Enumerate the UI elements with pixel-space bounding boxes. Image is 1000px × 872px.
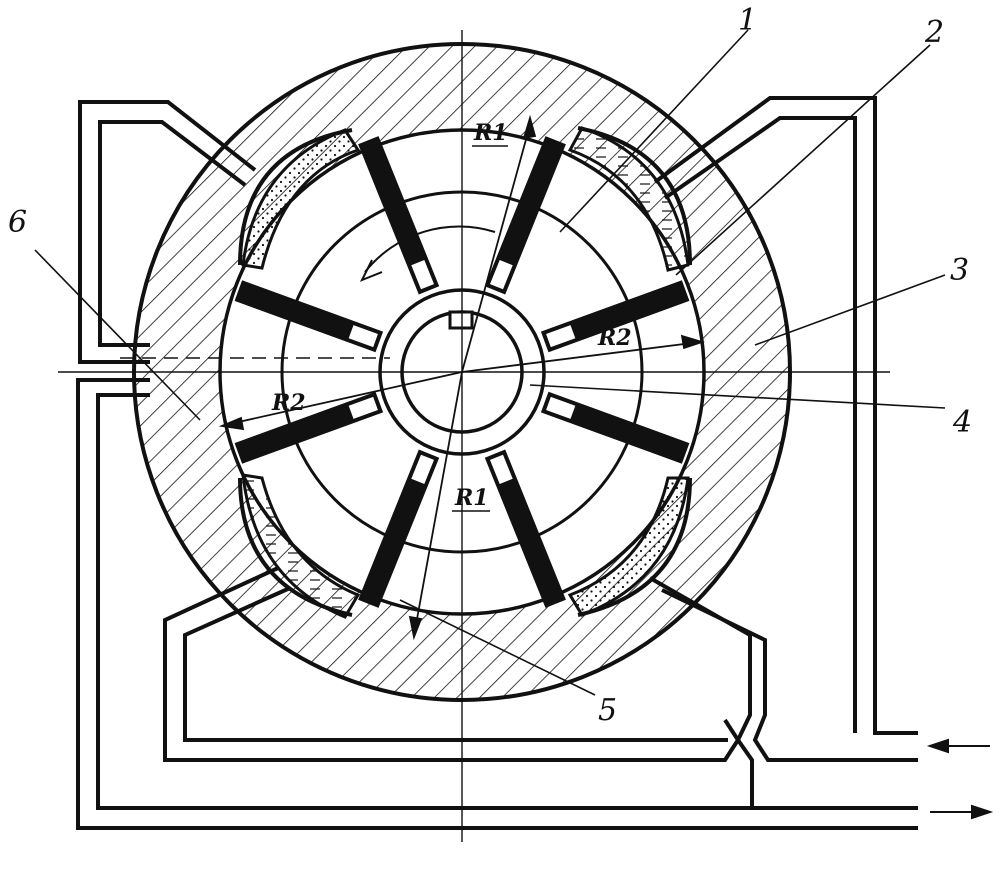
vane-1 [484,136,566,295]
callout-labels: 1 2 3 4 5 6 [8,3,972,728]
shaft-key [448,310,474,330]
radius-label-r2-right: R2 [597,325,632,351]
vane-slot-3 [546,325,576,348]
vane-2 [358,136,440,295]
vanes [234,136,690,608]
vane-slot-5 [546,396,576,419]
vane-slot-1 [490,260,513,290]
radius-label-r2-left: R2 [271,390,306,416]
radius-label-r1-top: R1 [473,120,508,146]
vane-4 [234,280,384,353]
vane-6 [234,391,384,464]
chamber-bottom-left [241,473,361,619]
callout-2: 2 [924,15,944,50]
radius-label-r1-bottom: R1 [454,485,489,511]
housing-frame [76,96,918,830]
radius-arrows [218,114,705,641]
rotation-arrow-icon [359,225,496,282]
leader-lines [34,29,946,696]
chamber-top-left [241,128,361,270]
callout-1: 1 [738,3,757,38]
vane-5 [540,391,690,464]
callout-5: 5 [598,693,617,728]
vane-slot-4 [348,325,378,348]
vane-slot-8 [411,454,434,484]
callout-3: 3 [950,253,969,288]
chamber-top-right [567,126,690,272]
vane-3 [540,280,690,353]
center-lines [58,30,890,842]
flow-arrows [926,738,994,820]
radius-labels: R1 R1 R2 R2 [271,120,632,512]
callout-6: 6 [8,205,27,240]
vane-slot-7 [490,454,513,484]
callout-4: 4 [952,405,972,440]
vane-slot-6 [348,396,378,419]
chamber-bottom-right [567,476,690,617]
vane-8 [358,449,440,608]
vane-7 [484,449,566,608]
vane-slot-2 [411,260,434,290]
